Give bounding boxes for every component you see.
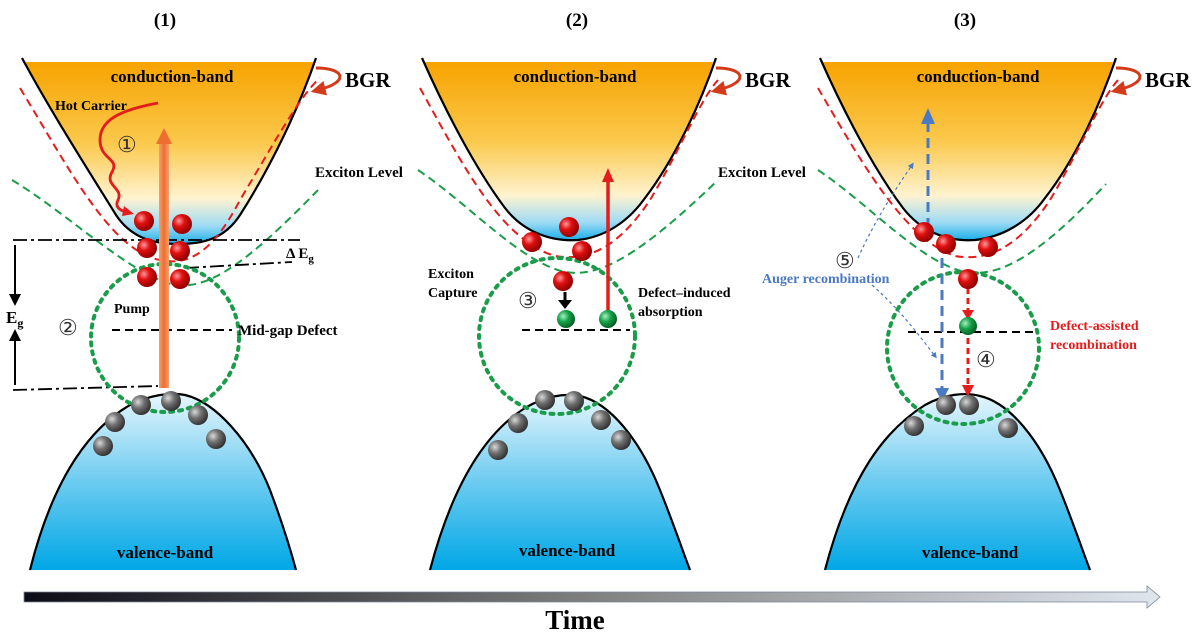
valence-band-label: valence-band bbox=[117, 543, 214, 562]
defect-region-circle bbox=[89, 262, 241, 414]
defect-absorption-label-2: absorption bbox=[638, 305, 703, 320]
curved-arrow-icon bbox=[310, 66, 342, 96]
step-2-marker: ② bbox=[58, 315, 78, 340]
time-label: Time bbox=[545, 605, 605, 635]
electrons bbox=[914, 222, 998, 289]
curved-arrow-icon bbox=[710, 66, 742, 96]
conduction-band-label: conduction-band bbox=[917, 67, 1040, 86]
panel-3: (3) conduction-band valence-band BGR ⑤ A… bbox=[762, 10, 1191, 571]
step-3-marker: ③ bbox=[518, 288, 538, 313]
pump-arrow bbox=[159, 142, 169, 388]
bgr-label: BGR bbox=[1145, 68, 1191, 92]
defect-region-circle bbox=[885, 270, 1041, 426]
midgap-defect-label: Mid-gap Defect bbox=[238, 323, 338, 339]
exciton-capture-label: Exciton bbox=[428, 267, 474, 282]
holes bbox=[904, 395, 1018, 438]
delta-eg-label: Δ Eg bbox=[286, 246, 314, 265]
exciton-level-curve bbox=[817, 169, 1107, 274]
curved-arrow-icon bbox=[1110, 66, 1142, 96]
conduction-band bbox=[823, 62, 1113, 241]
bgr-label: BGR bbox=[745, 68, 791, 92]
panel-title: (2) bbox=[566, 10, 588, 31]
conduction-band-label: conduction-band bbox=[514, 67, 637, 86]
step-4-marker: ④ bbox=[976, 347, 996, 372]
pump-label: Pump bbox=[114, 302, 150, 317]
exciton-level-curve bbox=[11, 179, 319, 287]
exciton-level-curve bbox=[417, 169, 719, 274]
exciton-level-label: Exciton Level bbox=[718, 165, 806, 181]
valence-band bbox=[825, 394, 1090, 570]
defect-states bbox=[557, 310, 617, 328]
bgr-label: BGR bbox=[345, 68, 391, 92]
electrons bbox=[522, 217, 592, 291]
panel-title: (3) bbox=[954, 10, 976, 31]
panel-2: (2) conduction-band valence-band BGR Exc… bbox=[417, 10, 806, 571]
valence-band-label: valence-band bbox=[922, 543, 1019, 562]
panel-title: (1) bbox=[154, 10, 176, 31]
eg-label: Eg bbox=[6, 308, 23, 330]
holes bbox=[93, 391, 226, 456]
electrons bbox=[134, 211, 192, 289]
bgr-dashed-curve bbox=[19, 77, 321, 263]
auger-label: Auger recombination bbox=[762, 272, 890, 287]
step-5-marker: ⑤ bbox=[835, 248, 855, 273]
defect-states bbox=[959, 317, 977, 335]
panel-1: (1) conduction-band valence-band BGR Exc… bbox=[6, 10, 403, 571]
step-1-marker: ① bbox=[117, 132, 137, 157]
defect-assisted-label: Defect-assisted bbox=[1050, 319, 1139, 334]
defect-region-circle bbox=[477, 256, 637, 416]
valence-band bbox=[30, 393, 296, 570]
exciton-level-label: Exciton Level bbox=[315, 165, 403, 181]
conduction-band-label: conduction-band bbox=[111, 67, 234, 86]
hot-carrier-path bbox=[98, 101, 159, 214]
valence-band-label: valence-band bbox=[519, 541, 616, 560]
holes bbox=[488, 390, 631, 460]
defect-assisted-label-2: recombination bbox=[1050, 338, 1137, 353]
hot-carrier-label: Hot Carrier bbox=[55, 99, 127, 114]
defect-absorption-label: Defect–induced bbox=[638, 286, 731, 301]
time-arrow: Time bbox=[23, 585, 1161, 635]
gradient-arrow-icon bbox=[23, 585, 1161, 609]
exciton-capture-label-2: Capture bbox=[428, 286, 478, 301]
conduction-band bbox=[25, 62, 314, 244]
